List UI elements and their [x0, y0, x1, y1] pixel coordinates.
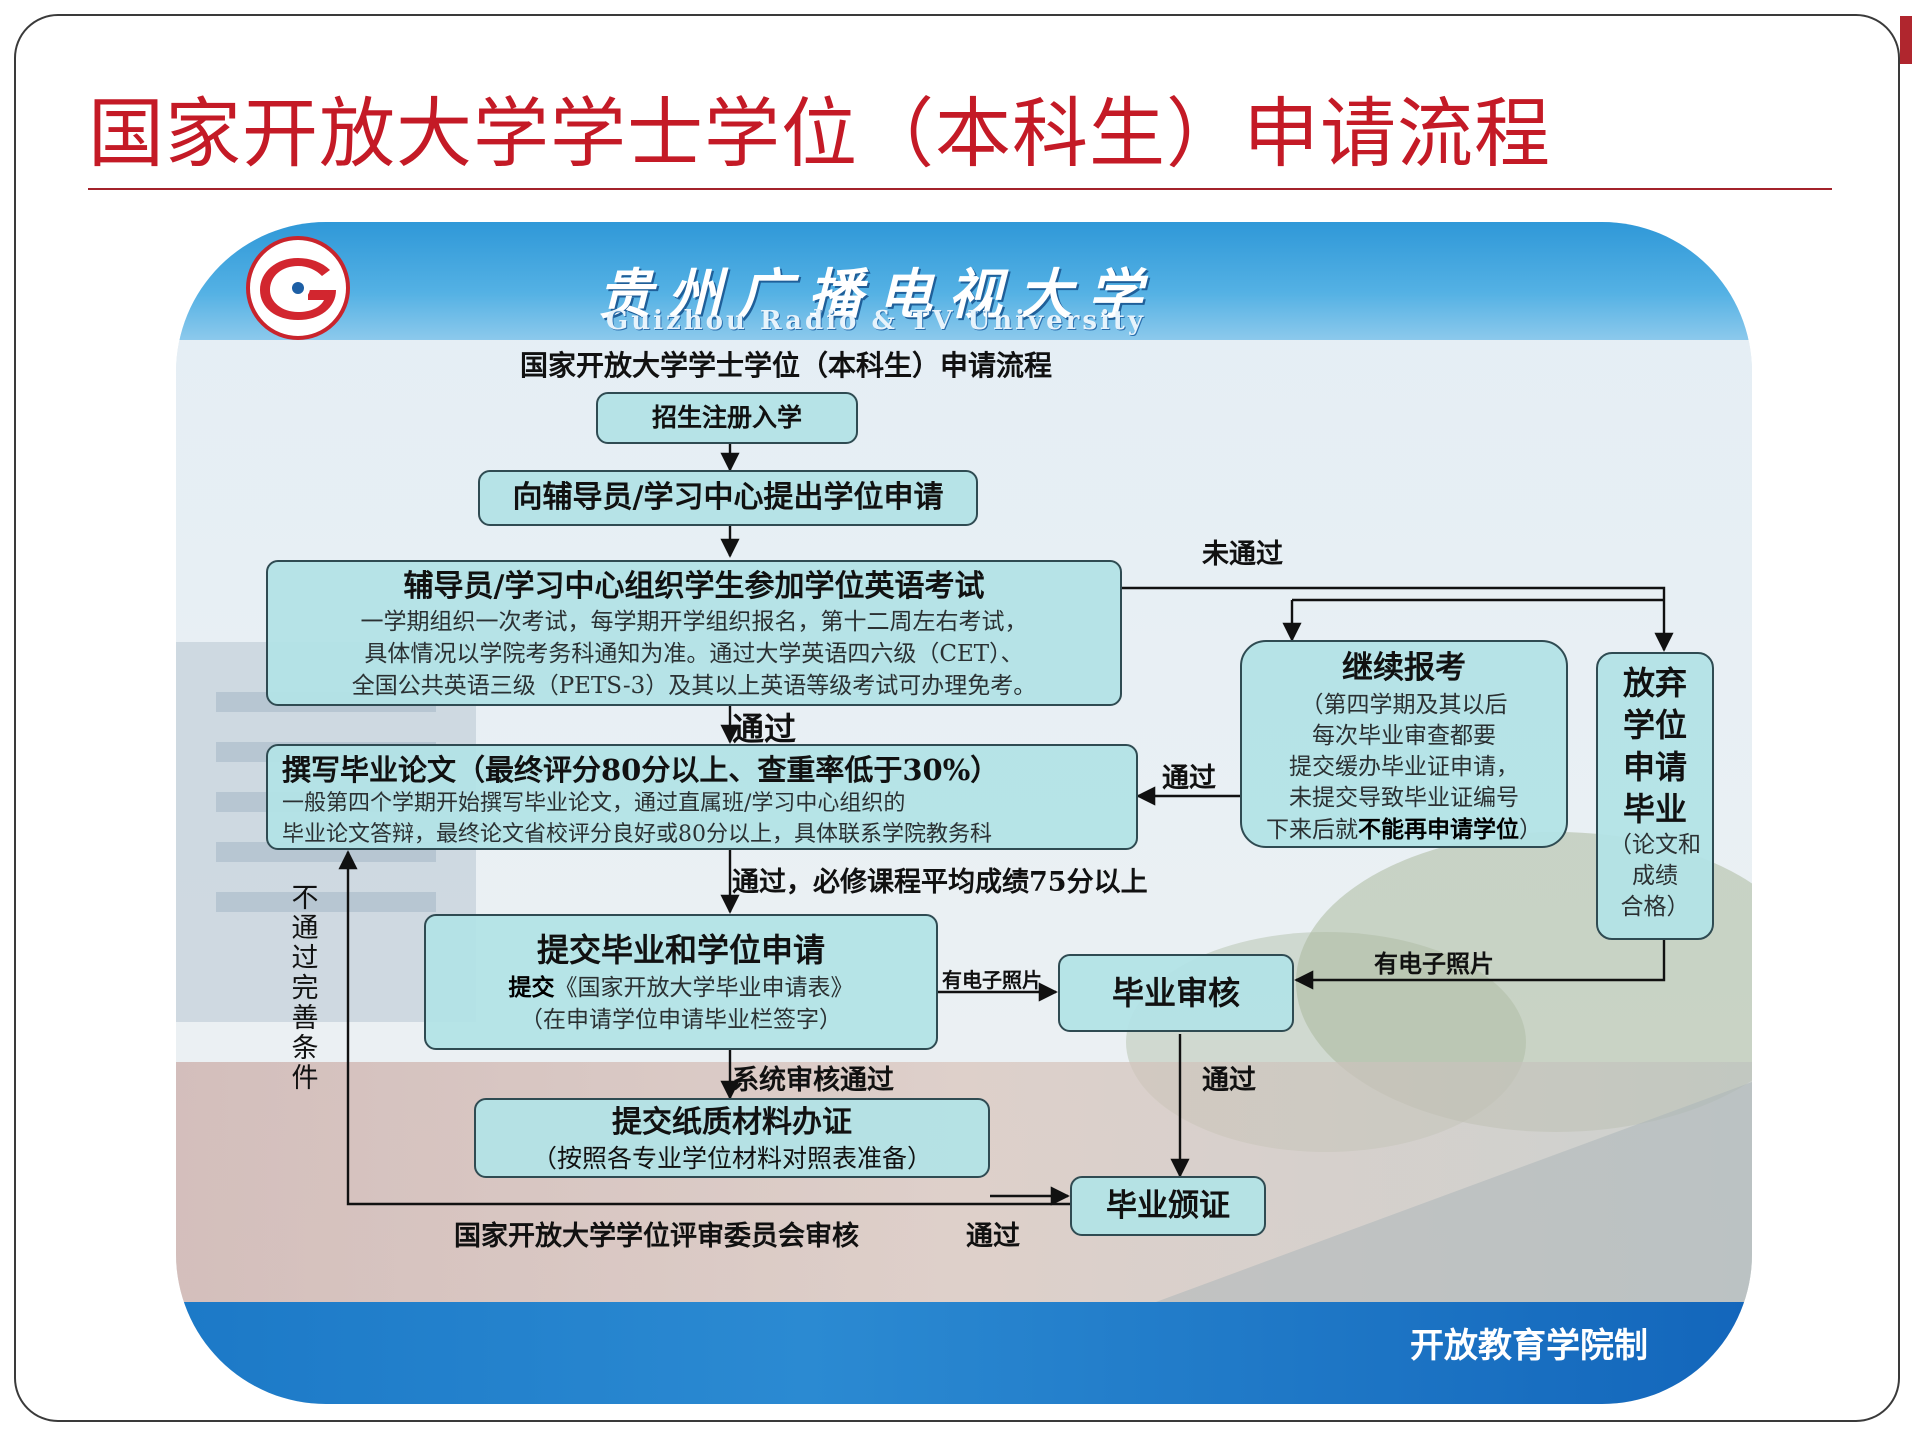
label-passed-retake: 通过: [1162, 763, 1216, 794]
label-committee: 国家开放大学学位评审委员会审核: [454, 1221, 859, 1252]
give-up-line: 合格）: [1620, 894, 1690, 920]
step-paper-documents: 提交纸质材料办证 （按照各专业学位材料对照表准备）: [474, 1098, 990, 1178]
give-up-head: 申请: [1622, 748, 1687, 786]
label-photo-left: 有电子照片: [942, 968, 1042, 992]
accent-bar: [1900, 16, 1912, 64]
footer-text: 开放教育学院制: [1410, 1326, 1648, 1366]
paper-documents-line: （按照各专业学位材料对照表准备）: [531, 1144, 932, 1173]
arrow-exam-to-giveup: [1122, 586, 1674, 652]
retake-line-end: ）: [1519, 817, 1542, 843]
label-failed: 未通过: [1202, 539, 1283, 570]
step-apply-degree-label: 向辅导员/学习中心提出学位申请: [512, 480, 944, 515]
submit-application-line1: 提交《国家开放大学毕业申请表》: [426, 972, 936, 1004]
submit-application-head: 提交毕业和学位申请: [536, 931, 825, 969]
step-diploma: 毕业颁证: [1070, 1176, 1266, 1236]
label-passed-courses: 通过，必修课程平均成绩75分以上: [732, 867, 1148, 898]
step-enroll: 招生注册入学: [596, 392, 858, 444]
label-photo-right: 有电子照片: [1374, 949, 1494, 978]
retake-head: 继续报考: [1342, 650, 1466, 686]
label-not-passed-vertical: 不通过 完善条件: [291, 883, 319, 1094]
arrow-not-passed-back: [338, 850, 1072, 1206]
university-logo-icon: [246, 236, 350, 340]
give-up-head: 学位: [1622, 706, 1687, 744]
diploma-label: 毕业颁证: [1106, 1188, 1230, 1224]
english-exam-head: 辅导员/学习中心组织学生参加学位英语考试: [403, 569, 985, 604]
label-review-passed: 通过: [1202, 1065, 1256, 1096]
footer-band: [176, 1302, 1752, 1404]
english-exam-line: 全国公共英语三级（PETS-3）及其以上英语等级考试可办理免考。: [351, 673, 1037, 699]
step-english-exam: 辅导员/学习中心组织学生参加学位英语考试 一学期组织一次考试，每学期开学组织报名…: [266, 560, 1122, 706]
step-give-up: 放弃 学位 申请 毕业 （论文和 成绩 合格）: [1596, 652, 1714, 940]
school-name-chinese: 贵州广播电视大学: [598, 262, 1158, 326]
label-system-passed: 系统审核通过: [732, 1065, 894, 1096]
submit-application-line2: （在申请学位申请毕业栏签字）: [520, 1007, 842, 1033]
arrow-giveup-to-review: [1294, 940, 1666, 990]
retake-line: （第四学期及其以后: [1300, 692, 1508, 718]
step-graduation-review: 毕业审核: [1058, 954, 1294, 1032]
thesis-line: 毕业论文答辩，最终论文省校评分良好或80分以上，具体联系学院教务科: [282, 822, 992, 847]
retake-last-line: 下来后就不能再申请学位）: [1242, 814, 1566, 846]
retake-line: 每次毕业审查都要: [1312, 723, 1496, 749]
retake-line: 未提交导致毕业证编号: [1289, 785, 1519, 811]
give-up-head: 放弃: [1622, 664, 1687, 702]
school-name-english: Guizhou Radio & TV University: [606, 306, 1146, 336]
paper-documents-head: 提交纸质材料办证: [612, 1105, 852, 1140]
title-divider: [88, 188, 1832, 190]
diagram-title: 国家开放大学学士学位（本科生）申请流程: [520, 349, 1053, 382]
step-retake: 继续报考 （第四学期及其以后 每次毕业审查都要 提交缓办毕业证申请， 未提交导致…: [1240, 640, 1568, 848]
submit-application-form: 《国家开放大学毕业申请表》: [554, 975, 854, 1001]
slide-title: 国家开放大学学士学位（本科生）申请流程: [88, 89, 1551, 178]
label-passed-exam: 通过: [732, 710, 797, 748]
english-exam-line: 一学期组织一次考试，每学期开学组织报名，第十二周左右考试，: [360, 609, 1028, 635]
submit-application-verb: 提交: [508, 974, 555, 1001]
give-up-head: 毕业: [1622, 790, 1687, 828]
label-committee-passed: 通过: [966, 1221, 1020, 1252]
give-up-line: （论文和: [1609, 832, 1701, 858]
step-apply-degree: 向辅导员/学习中心提出学位申请: [478, 470, 978, 526]
graduation-review-label: 毕业审核: [1111, 974, 1240, 1012]
retake-line-tail: 下来后就: [1266, 817, 1358, 843]
english-exam-line: 具体情况以学院考务科通知为准。通过大学英语四六级（CET）、: [364, 641, 1024, 667]
step-submit-application: 提交毕业和学位申请 提交《国家开放大学毕业申请表》 （在申请学位申请毕业栏签字）: [424, 914, 938, 1050]
give-up-line: 成绩: [1632, 863, 1678, 889]
thesis-head: 撰写毕业论文（最终评分80分以上、查重率低于30%）: [282, 753, 1000, 787]
step-enroll-label: 招生注册入学: [651, 403, 802, 432]
retake-line: 提交缓办毕业证申请，: [1289, 754, 1519, 780]
header-band: [176, 222, 1752, 340]
step-thesis: 撰写毕业论文（最终评分80分以上、查重率低于30%） 一般第四个学期开始撰写毕业…: [266, 744, 1138, 850]
thesis-line: 一般第四个学期开始撰写毕业论文，通过直属班/学习中心组织的: [282, 791, 906, 816]
retake-bold-warning: 不能再申请学位: [1358, 816, 1519, 843]
